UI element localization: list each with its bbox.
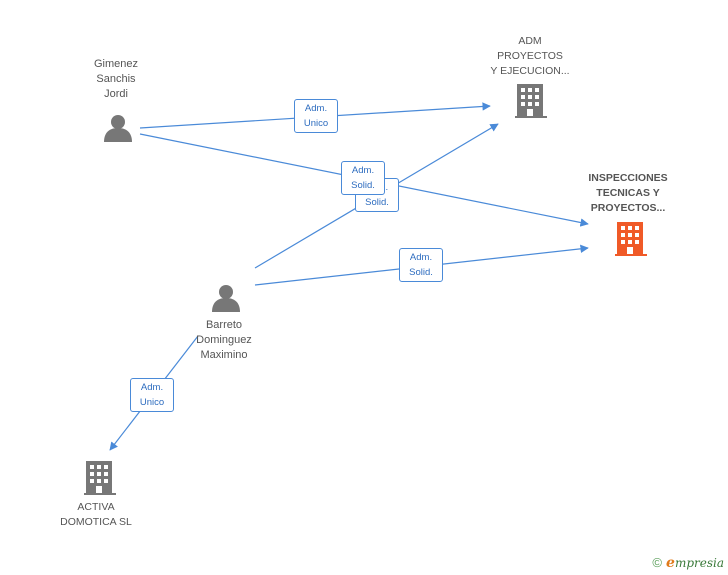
badge-line: Solid. <box>365 197 389 208</box>
badge-line: Adm. <box>304 103 328 114</box>
node-label-line: DOMOTICA SL <box>60 516 132 528</box>
badge-line: Adm. <box>140 382 164 393</box>
copyright-icon: © <box>652 555 663 570</box>
node-label-line: Dominguez <box>196 334 252 346</box>
node-barreto-label[interactable]: Barreto Dominguez Maximino <box>178 318 270 363</box>
badge-line: Unico <box>139 397 165 408</box>
brand-logo-letter: e <box>666 555 675 571</box>
badge-line: Solid. <box>409 267 433 278</box>
node-gimenez-label[interactable]: Gimenez Sanchis Jordi <box>70 57 162 102</box>
brand-logo-text: mpresia <box>674 556 724 570</box>
node-label-line: ADM <box>518 35 542 47</box>
edge-lines <box>109 102 589 451</box>
building-icon-focus <box>615 222 647 256</box>
empresia-watermark: ©empresia <box>652 555 724 571</box>
edge-badge-barreto-inspecciones[interactable]: Adm. Solid. <box>399 248 443 282</box>
node-label-line: ACTIVA <box>77 501 115 513</box>
node-label-line: PROYECTOS... <box>590 202 666 214</box>
node-label-line: Maximino <box>200 349 248 361</box>
node-label-line: INSPECCIONES <box>588 172 668 184</box>
edge-badge-barreto-activa[interactable]: Adm. Unico <box>130 378 174 412</box>
person-icon <box>104 115 132 142</box>
badge-line: Solid. <box>351 180 375 191</box>
edge-badge-gimenez-adm[interactable]: Adm. Unico <box>294 99 338 133</box>
node-activa-label[interactable]: ACTIVA DOMOTICA SL <box>48 500 144 530</box>
node-inspecciones-label[interactable]: INSPECCIONES TECNICAS Y PROYECTOS... <box>573 171 683 216</box>
edge-badge-gimenez-inspecciones[interactable]: Adm. Solid. <box>341 161 385 195</box>
node-label-line: Barreto <box>205 319 243 331</box>
node-label-line: Gimenez <box>93 58 139 70</box>
badge-line: Unico <box>303 118 329 129</box>
badge-line: Adm. <box>409 252 433 263</box>
node-label-line: Sanchis <box>96 73 136 85</box>
node-label-line: PROYECTOS <box>497 50 563 62</box>
node-label-line: Jordi <box>104 88 128 100</box>
node-adm-label[interactable]: ADM PROYECTOS Y EJECUCION... <box>478 34 582 79</box>
person-icon <box>212 285 240 312</box>
node-label-line: TECNICAS Y <box>596 187 660 199</box>
badge-line: Adm. <box>351 165 375 176</box>
node-label-line: Y EJECUCION... <box>490 65 570 77</box>
building-icon <box>84 461 116 495</box>
building-icon <box>515 84 547 118</box>
